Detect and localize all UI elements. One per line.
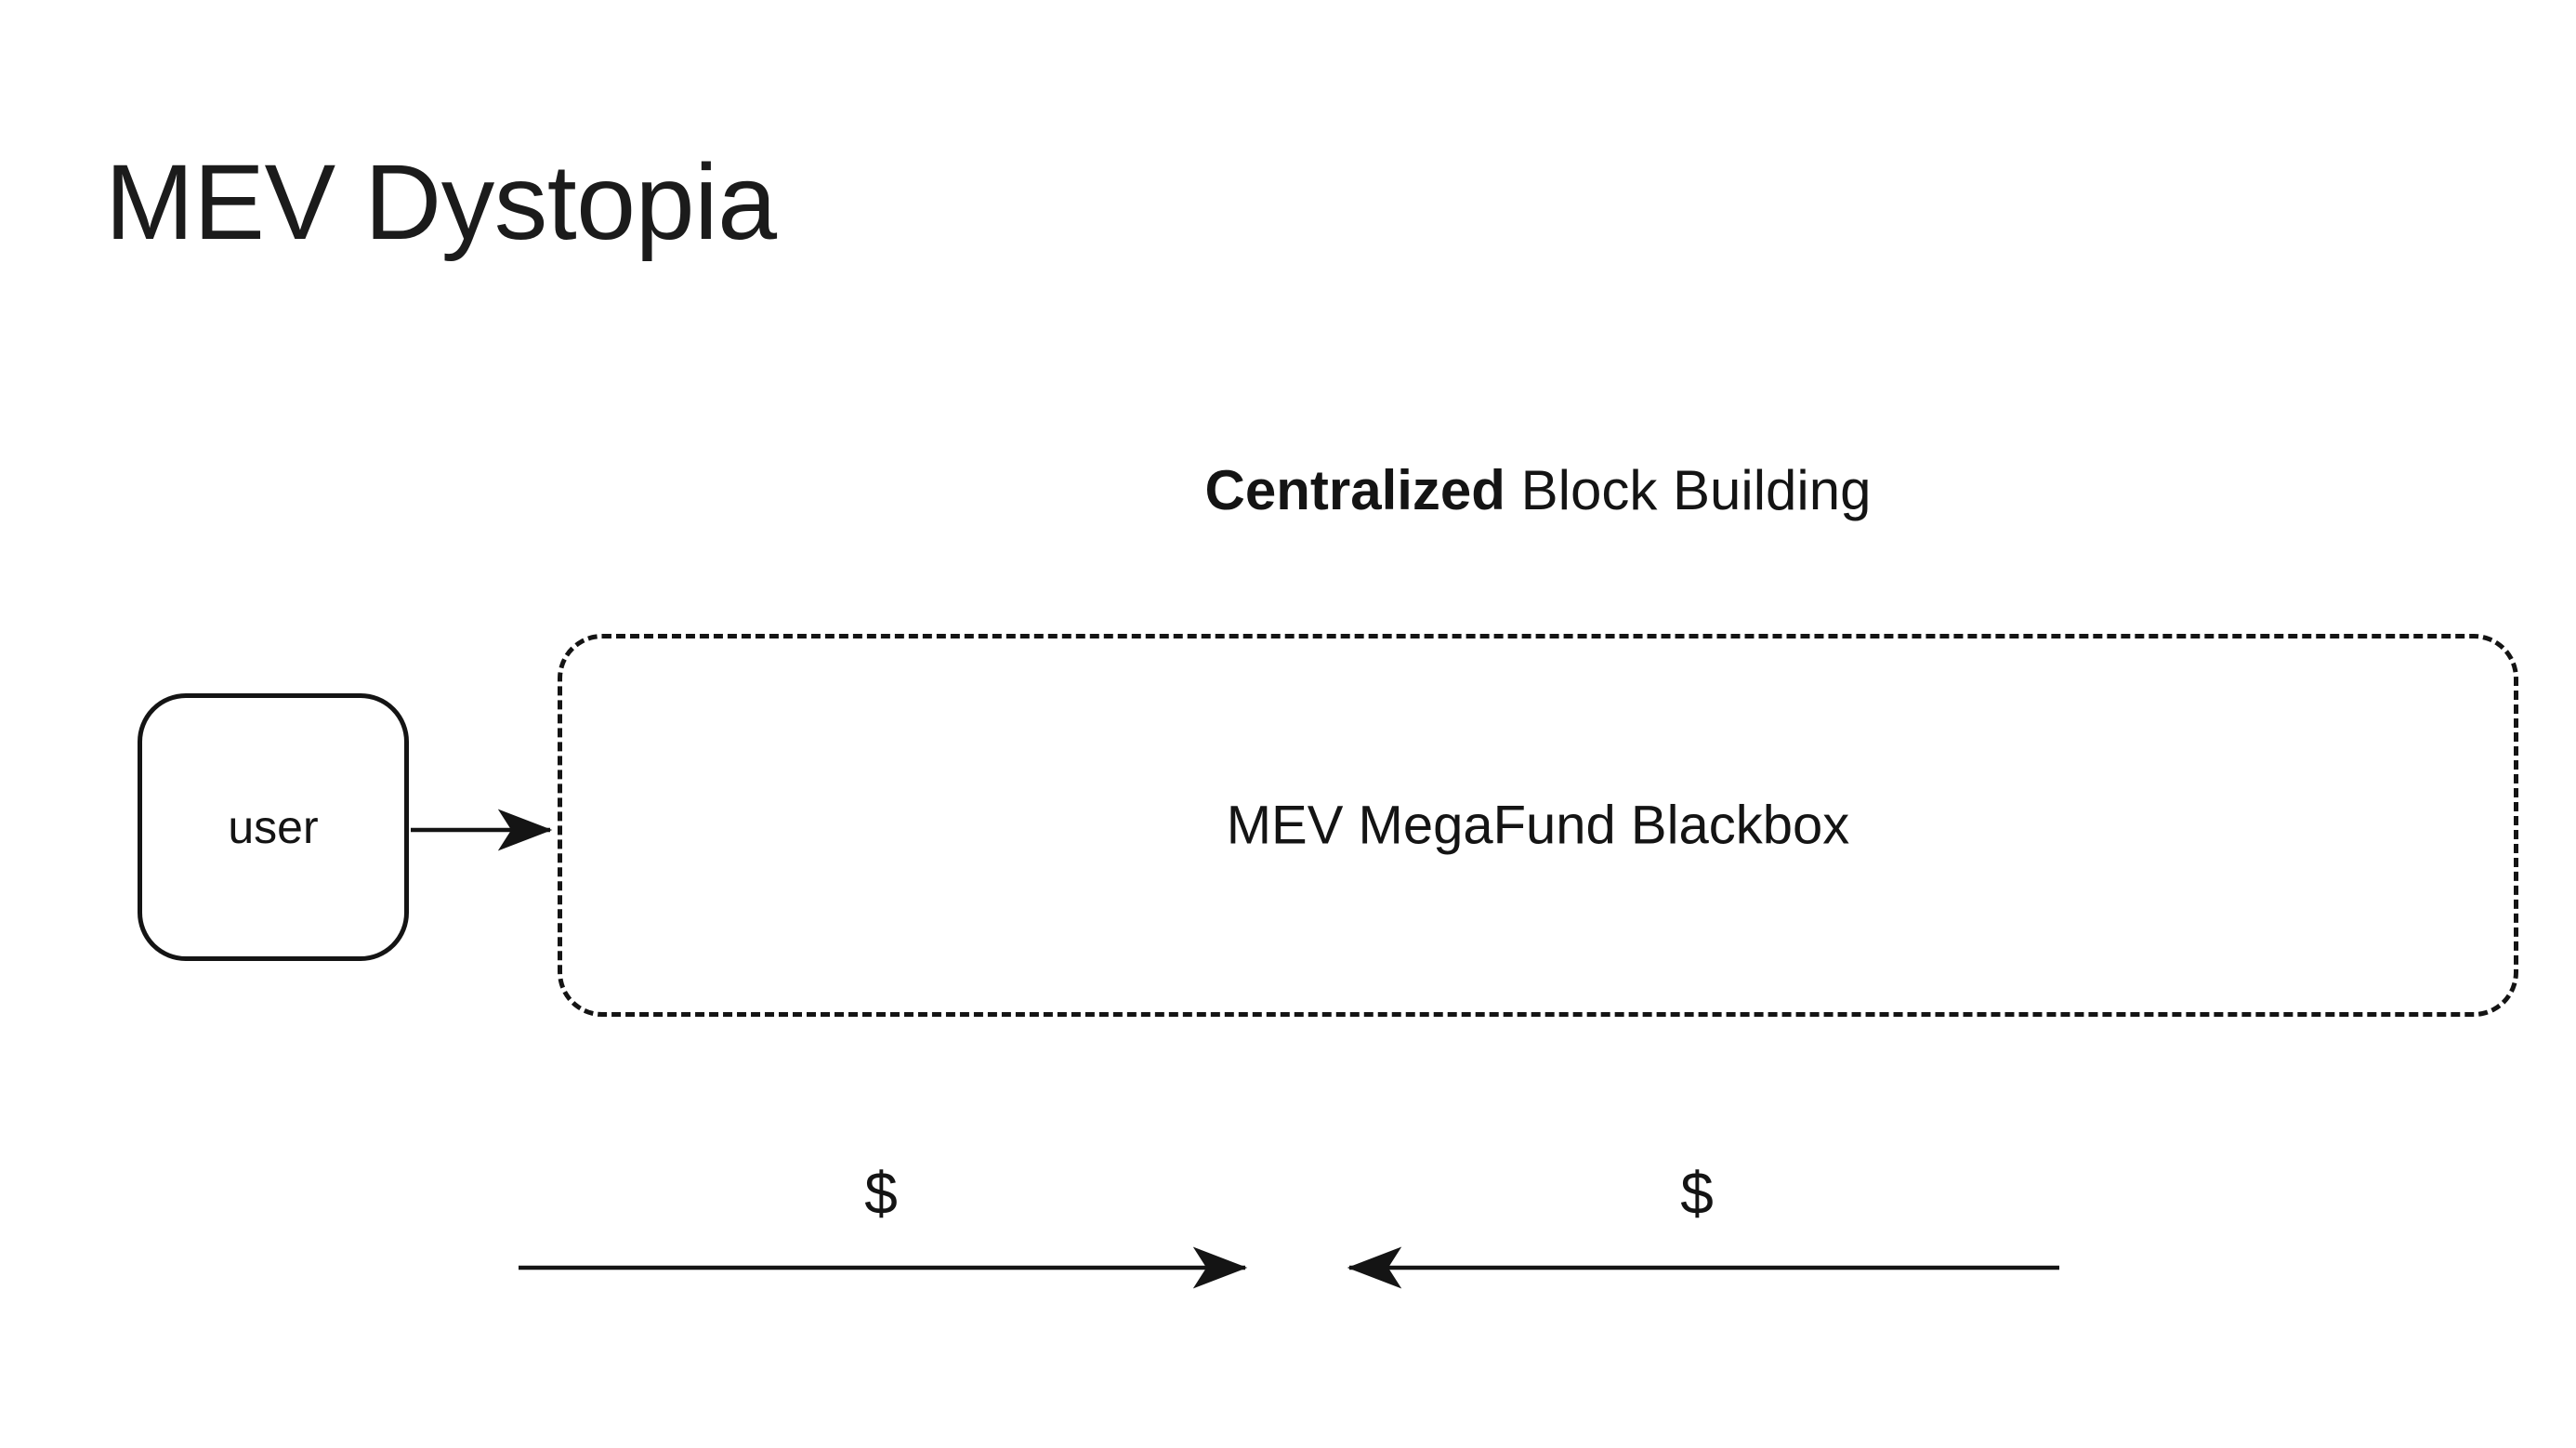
node-user-label: user — [228, 801, 319, 853]
node-blackbox: MEV MegaFund Blackbox — [558, 634, 2518, 1017]
node-blackbox-label: MEV MegaFund Blackbox — [1226, 795, 1850, 856]
node-user: user — [138, 693, 409, 961]
diagram-caption: Centralized Block Building — [558, 457, 2518, 524]
edge-label-value-in: $ — [1680, 1160, 1714, 1227]
diagram-caption-rest: Block Building — [1505, 459, 1872, 521]
diagram-caption-emphasis: Centralized — [1204, 459, 1505, 521]
page-title: MEV Dystopia — [105, 143, 777, 262]
edge-label-value-out: $ — [864, 1160, 898, 1227]
